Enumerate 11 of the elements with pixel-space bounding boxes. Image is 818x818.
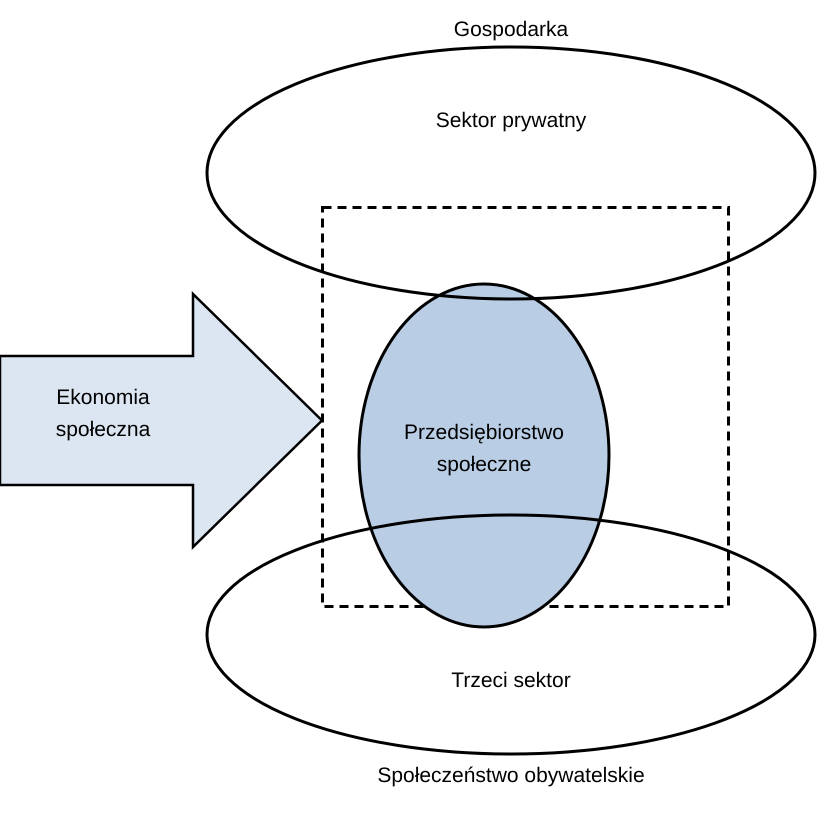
caption-text: Społeczeństwo obywatelskie [376, 763, 646, 789]
block-arrow [0, 292, 324, 549]
oval [205, 513, 817, 756]
node-label: Trzeci sektor [450, 668, 572, 694]
node-label: Przedsiębiorstwo społeczne [403, 420, 565, 478]
node-label: Sektor prywatny [434, 108, 588, 134]
oval [205, 45, 817, 301]
dashed-frame [321, 206, 730, 608]
circle [357, 282, 611, 629]
caption-text: Gospodarka [452, 17, 570, 43]
node-label: Ekonomia społeczna [54, 385, 152, 443]
